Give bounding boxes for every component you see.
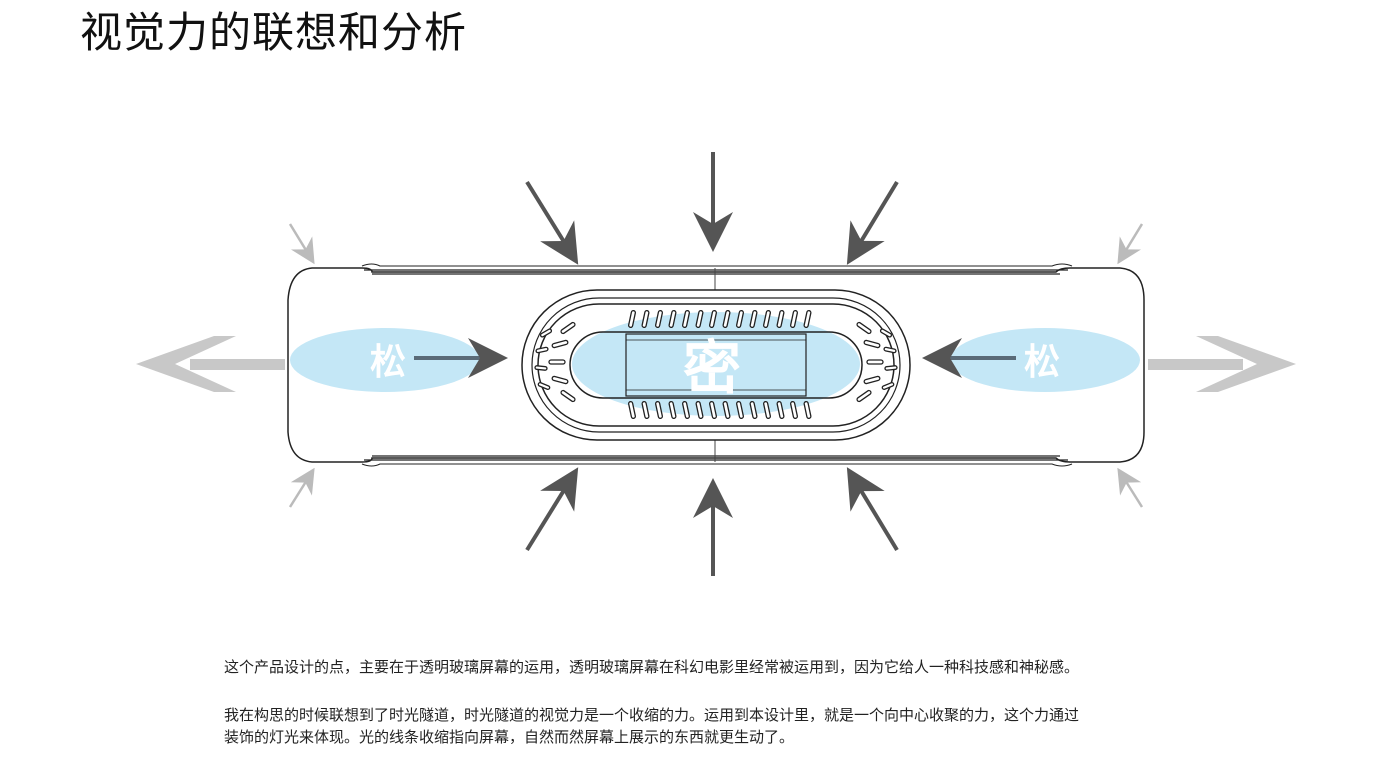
vent-slot	[749, 400, 758, 420]
vent-slot	[539, 328, 553, 338]
vent-slot	[856, 321, 872, 335]
vent-slot	[548, 359, 566, 365]
inward-arrow-bottom-right	[846, 467, 899, 552]
vent-slot	[722, 309, 731, 329]
left-glow	[290, 328, 480, 392]
left-label: 松	[370, 342, 406, 383]
vent-slot	[627, 309, 637, 329]
vent-slot	[560, 321, 576, 335]
vent-slot	[695, 309, 704, 329]
vent-slot	[789, 400, 799, 420]
vent-slot	[735, 309, 745, 329]
vent-slot	[708, 309, 718, 329]
vent-slot	[627, 400, 637, 420]
vent-slot	[884, 365, 898, 371]
vent-slot	[863, 375, 881, 385]
description-paragraph-2: 我在构思的时候联想到了时光隧道，时光隧道的视觉力是一个收缩的力。运用到本设计里，…	[224, 704, 1324, 748]
vent-slot	[881, 382, 895, 390]
vent-slot	[708, 400, 718, 420]
vent-slot	[654, 400, 664, 420]
right-glow	[950, 328, 1140, 392]
inward-arrow-top-left	[525, 180, 579, 265]
center-label: 密	[683, 334, 741, 402]
vent-slot	[776, 400, 785, 420]
vent-slot	[863, 339, 881, 349]
vent-slot	[803, 309, 812, 329]
vent-slot	[654, 309, 664, 329]
vent-slot	[695, 400, 704, 420]
vent-slot	[866, 359, 884, 365]
description-paragraph-1: 这个产品设计的点，主要在于透明玻璃屏幕的运用，透明玻璃屏幕在科幻电影里经常被运用…	[224, 658, 1080, 676]
force-diagram: 松 密 松	[136, 152, 1296, 576]
vent-slot	[776, 309, 785, 329]
vent-slot	[789, 309, 799, 329]
vent-slot	[762, 400, 772, 420]
description-line: 我在构思的时候联想到了时光隧道，时光隧道的视觉力是一个收缩的力。运用到本设计里，…	[224, 706, 1080, 724]
vent-slot	[551, 339, 569, 349]
vent-slot	[560, 389, 576, 403]
vent-slot	[641, 400, 650, 420]
description-line: 装饰的灯光来体现。光的线条收缩指向屏幕，自然而然屏幕上展示的东西就更生动了。	[224, 728, 795, 746]
vent-slot	[668, 309, 677, 329]
vent-slot	[856, 389, 872, 403]
vent-slot	[879, 328, 893, 338]
vent-slot	[681, 400, 691, 420]
corner-arrow-bottom-right	[1117, 467, 1144, 508]
vent-slot	[735, 400, 745, 420]
vent-slot	[762, 309, 772, 329]
page-title: 视觉力的联想和分析	[80, 8, 468, 57]
vent-slot	[537, 382, 551, 390]
inward-arrow-top-right	[846, 180, 899, 265]
vent-slot	[722, 400, 731, 420]
right-label: 松	[1024, 342, 1060, 383]
vent-slot	[534, 365, 548, 371]
inward-arrow-bottom-left	[525, 467, 579, 552]
corner-arrow-top-left	[288, 223, 315, 265]
outward-arrow-right	[1148, 336, 1296, 392]
vent-slot	[681, 309, 691, 329]
corner-arrow-bottom-left	[288, 467, 315, 508]
screen-module	[521, 289, 911, 441]
vent-slot	[803, 400, 812, 420]
outward-arrow-left	[136, 336, 285, 392]
vent-slot	[749, 309, 758, 329]
corner-arrow-top-right	[1117, 223, 1144, 265]
vent-slot	[551, 375, 569, 385]
vent-slot	[883, 346, 897, 354]
vent-slot	[641, 309, 650, 329]
vent-slot	[668, 400, 677, 420]
vent-slots	[534, 309, 898, 420]
vent-slot	[535, 346, 549, 354]
